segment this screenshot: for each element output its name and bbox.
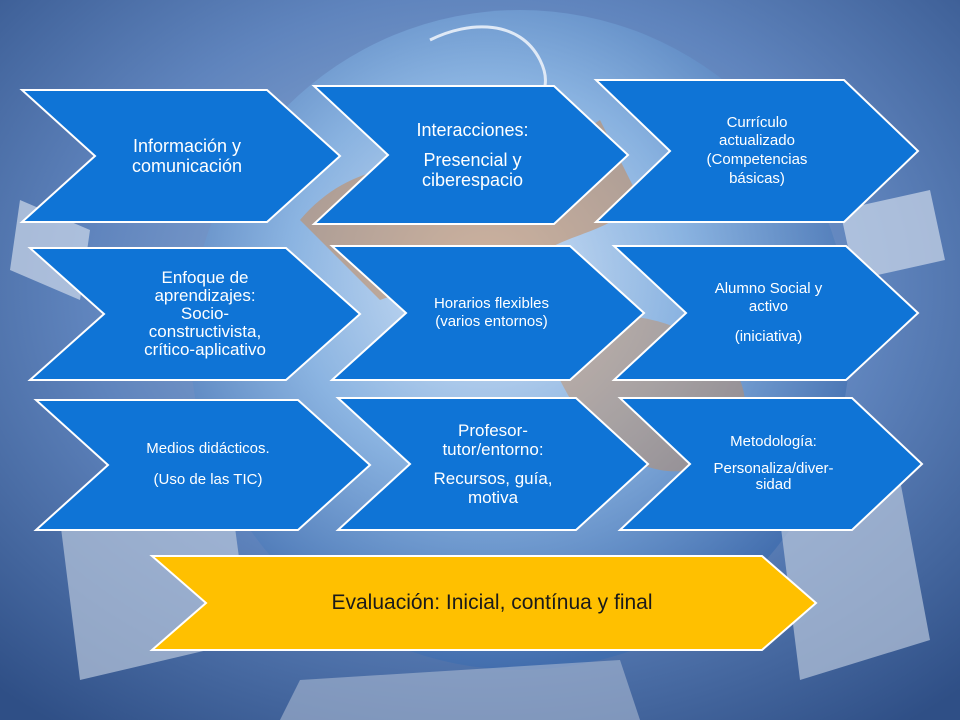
chevron-curriculo: Currículo actualizado (Competencias bási… — [593, 79, 920, 223]
label-line: Horarios flexibles — [433, 295, 550, 312]
label-line: Interacciones: — [416, 119, 529, 140]
label-line: Currículo — [726, 113, 788, 131]
label-line: Personaliza/diver- — [713, 459, 834, 477]
label-line: Alumno Social y — [714, 280, 823, 297]
label-line: motiva — [467, 488, 519, 508]
label-line: ciberespacio — [421, 170, 524, 191]
chevron-alumno: Alumno Social y activo (iniciativa) — [611, 245, 920, 381]
label-line: Información y — [132, 135, 242, 156]
chevron-evaluacion: Evaluación: Inicial, contínua y final — [149, 555, 818, 651]
label-line: Recursos, guía, — [433, 469, 553, 488]
label-line: (Competencias — [706, 151, 808, 168]
label-line: Metodología: — [730, 432, 817, 450]
chevron-horarios: Horarios flexibles (varios entornos) — [329, 245, 646, 381]
label-line: Socio- — [180, 303, 230, 323]
label-line: sidad — [755, 476, 792, 494]
label-line: (iniciativa) — [734, 328, 803, 345]
label-line: (varios entornos) — [435, 313, 548, 330]
label-line: aprendizajes: — [154, 285, 256, 305]
label-line: básicas) — [729, 169, 785, 187]
label-line: constructivista, — [148, 322, 262, 342]
label-line: Profesor- — [458, 420, 528, 440]
label-line: activo — [748, 298, 789, 315]
chevron-profesor: Profesor- tutor/entorno: Recursos, guía,… — [335, 397, 650, 531]
label-line: tutor/entorno: — [442, 439, 544, 459]
label-line: (Uso de las TIC) — [153, 471, 263, 488]
label-line: crítico-aplicativo — [144, 340, 266, 360]
chevron-enfoque: Enfoque de aprendizajes: Socio- construc… — [27, 247, 362, 381]
label-line: comunicación — [131, 156, 243, 176]
chevron-informacion: Información y comunicación — [19, 89, 342, 223]
label-line: Enfoque de — [161, 267, 249, 287]
label-line: actualizado — [719, 132, 795, 150]
label-line: Presencial y — [423, 149, 522, 170]
chevron-metodologia: Metodología: Personaliza/diver- sidad — [617, 397, 924, 531]
chevron-interacciones: Interacciones: Presencial y ciberespacio — [311, 85, 630, 225]
label-line: Evaluación: Inicial, contínua y final — [331, 591, 653, 615]
label-line: Medios didácticos. — [146, 440, 270, 458]
chevron-medios: Medios didácticos. (Uso de las TIC) — [33, 399, 372, 531]
